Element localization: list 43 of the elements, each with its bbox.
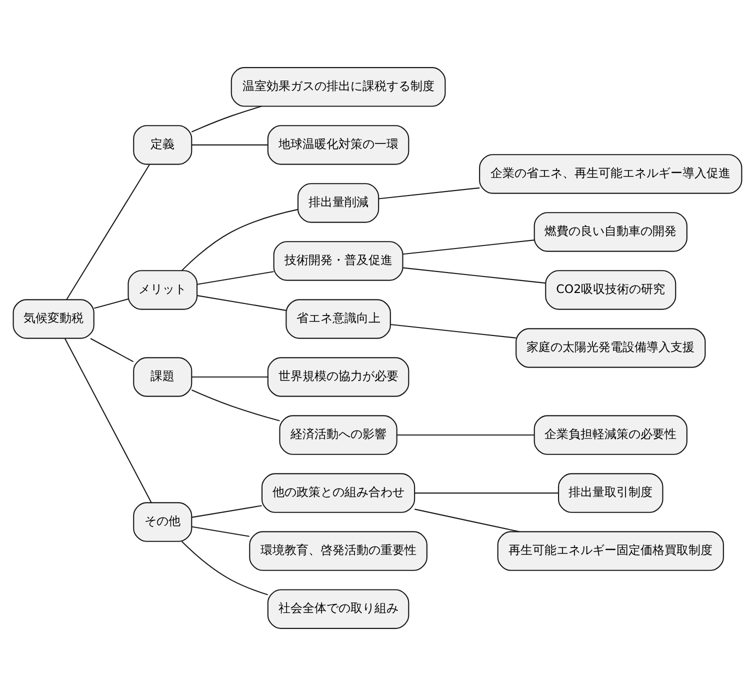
- connector: [191, 376, 268, 378]
- node-box: 社会全体での取り組み: [266, 589, 409, 629]
- node-box: 再生可能エネルギー固定価格買取制度: [496, 531, 724, 571]
- connector: [90, 338, 134, 362]
- node-box: 企業の省エネ、再生可能エネルギー導入促進: [478, 154, 742, 194]
- node-box: メリット: [127, 270, 198, 310]
- node-box: 他の政策との組み合わせ: [260, 473, 415, 513]
- node-box: 課題: [132, 357, 192, 397]
- node-box: 気候変動税: [12, 299, 94, 339]
- node-box: 定義: [132, 125, 192, 165]
- connector: [196, 295, 286, 311]
- connector: [402, 267, 545, 284]
- node-box: 温室効果ガスの排出に課税する制度: [230, 67, 446, 107]
- node-box: 技術開発・普及促進: [272, 241, 403, 281]
- connector: [180, 208, 298, 271]
- connector: [94, 298, 128, 309]
- connector: [180, 541, 268, 596]
- node-box: 排出量取引制度: [557, 473, 663, 513]
- node-box: 経済活動への影響: [278, 415, 397, 455]
- node-box: 企業負担軽減策の必要性: [533, 415, 687, 455]
- connector: [196, 271, 274, 285]
- connector: [396, 434, 534, 436]
- connector: [414, 508, 519, 532]
- connector: [190, 390, 280, 422]
- node-box: 家庭の太陽光発電設備導入支援: [515, 328, 706, 368]
- connector: [378, 187, 480, 200]
- node-box: 燃費の良い自動車の開発: [533, 212, 687, 252]
- connector: [64, 338, 152, 503]
- connector: [402, 240, 534, 255]
- node-box: CO2吸収技術の研究: [544, 270, 676, 310]
- node-box: その他: [132, 502, 192, 542]
- connector: [191, 526, 249, 537]
- connector: [414, 492, 558, 494]
- connector: [191, 505, 262, 518]
- node-box: 地球温暖化対策の一環: [266, 125, 409, 165]
- connector: [190, 106, 262, 132]
- node-box: 環境教育、啓発活動の重要性: [248, 531, 427, 571]
- connector: [66, 164, 150, 300]
- connector: [191, 144, 268, 146]
- node-box: 排出量削減: [296, 183, 379, 223]
- connector: [390, 324, 516, 338]
- node-box: 省エネ意識向上: [285, 299, 390, 339]
- node-box: 世界規模の協力が必要: [266, 357, 409, 397]
